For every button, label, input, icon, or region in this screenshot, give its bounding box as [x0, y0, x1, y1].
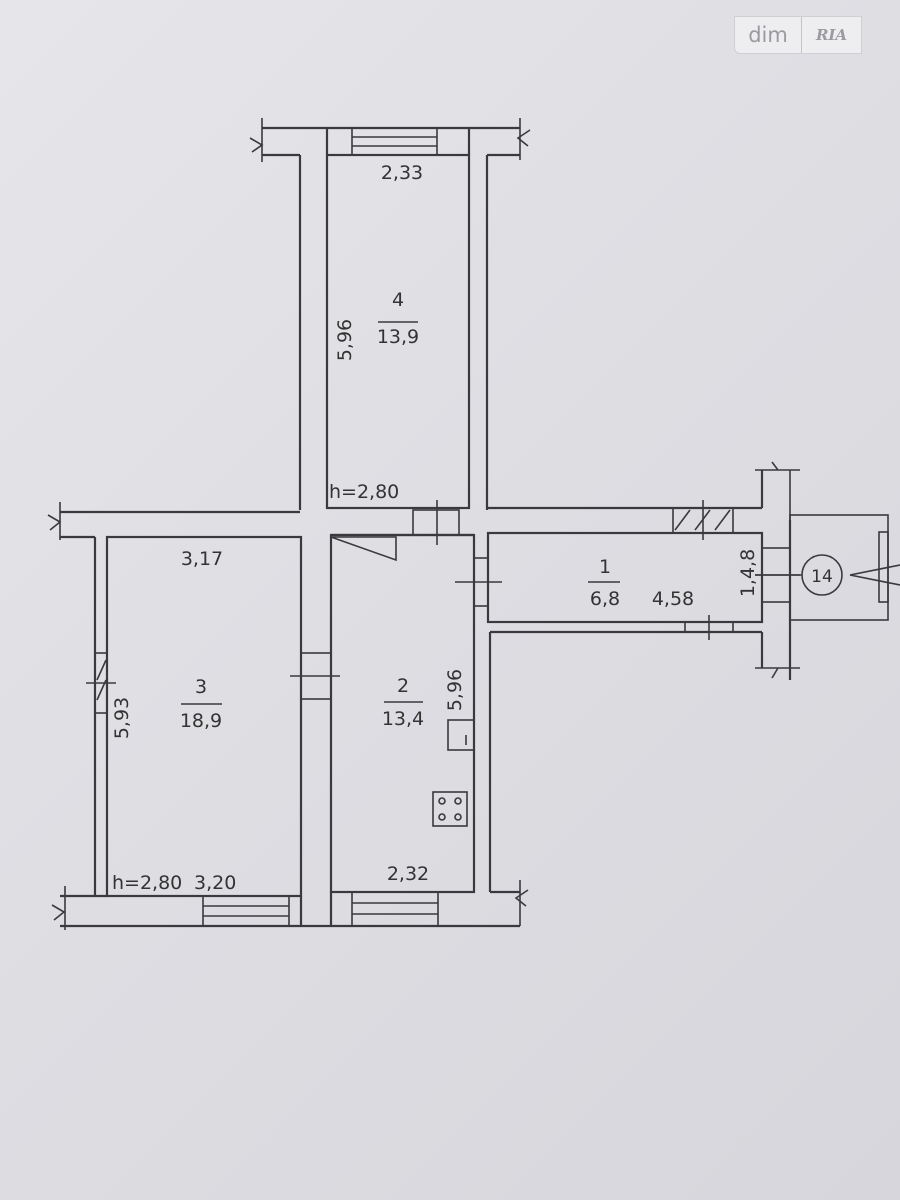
dim-r1-width: 1,4,8 — [737, 549, 759, 597]
room-1-area: 6,8 — [590, 588, 620, 610]
room-2-area: 13,4 — [382, 708, 424, 730]
corridor-walls — [47, 461, 800, 562]
height-lower: h=2,80 — [112, 872, 182, 894]
room-2-number: 2 — [397, 675, 409, 697]
dim-r3-length: 5,93 — [111, 697, 133, 739]
porch — [789, 514, 900, 621]
dim-r1-length: 4,58 — [652, 588, 694, 610]
watermark-logo: dim RIA — [734, 16, 862, 54]
window-room-4 — [351, 127, 438, 156]
entrance-marker-label: 14 — [811, 567, 833, 587]
sink-icon — [447, 719, 475, 751]
dim-r3-top: 3,17 — [181, 548, 223, 570]
window-room-2 — [351, 891, 439, 927]
height-upper: h=2,80 — [329, 481, 399, 503]
stove-icon — [432, 791, 468, 827]
dim-r2-bottom: 2,32 — [387, 863, 429, 885]
room-4-number: 4 — [392, 289, 404, 311]
watermark-dim: dim — [735, 17, 802, 53]
room-3-number: 3 — [195, 676, 207, 698]
window-room-3 — [202, 895, 290, 927]
dim-r2-length: 5,96 — [444, 669, 466, 711]
dim-r3-bottom: 3,20 — [194, 872, 236, 894]
dim-r4-width: 2,33 — [381, 162, 423, 184]
watermark-ria: RIA — [815, 26, 848, 44]
room-3-area: 18,9 — [180, 710, 222, 732]
room-4-area: 13,9 — [377, 326, 419, 348]
dim-r4-length: 5,96 — [334, 319, 356, 361]
room-1-number: 1 — [599, 556, 611, 578]
